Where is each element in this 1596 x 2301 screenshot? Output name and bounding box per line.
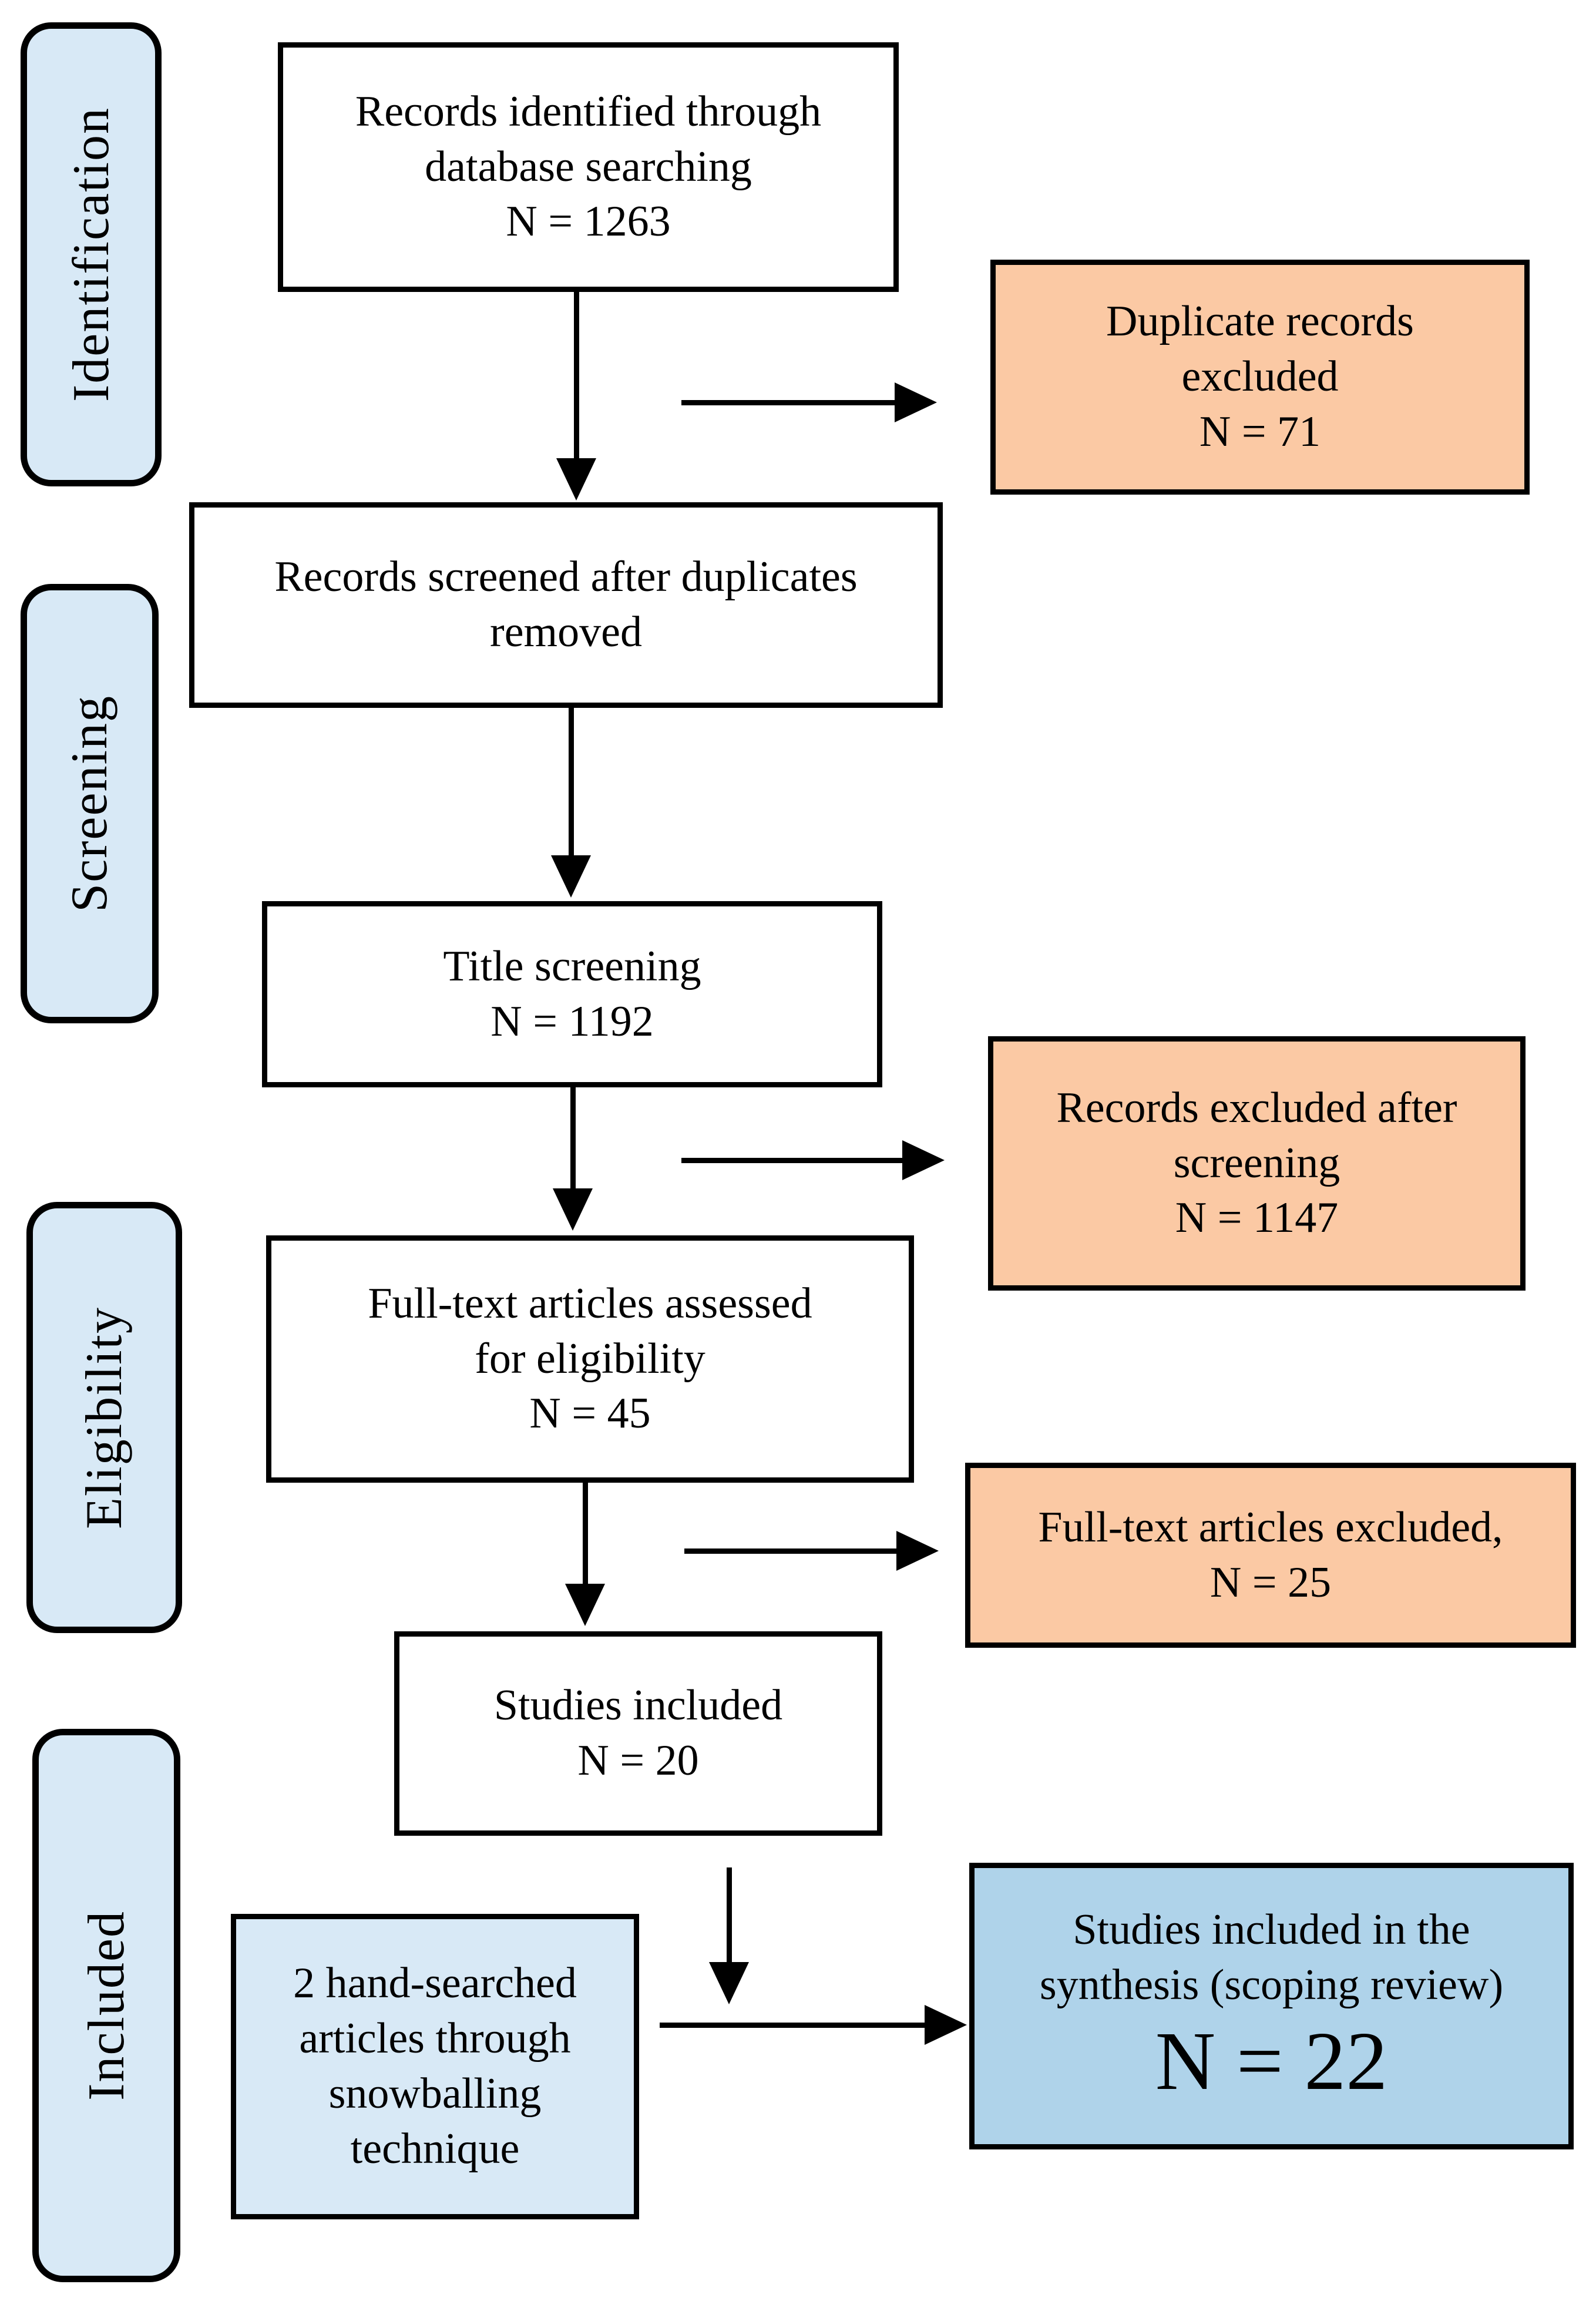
box-records-identified: Records identified through database sear… — [278, 42, 899, 292]
stage-identification: Identification — [21, 22, 162, 486]
duplicates-excluded-line2: excluded — [1181, 352, 1339, 401]
box-title-screening: Title screening N = 1192 — [262, 901, 882, 1087]
stage-identification-label: Identification — [62, 106, 120, 402]
arrowhead-right-icon — [925, 2005, 967, 2045]
box-duplicates-excluded: Duplicate records excluded N = 71 — [990, 260, 1530, 495]
stage-screening: Screening — [21, 584, 159, 1023]
hand-searched-line1: 2 hand-searched — [293, 1959, 577, 2008]
fulltext-excluded-line1: Full-text articles excluded, — [1038, 1503, 1503, 1551]
box-hand-searched: 2 hand-searched articles through snowbal… — [231, 1914, 639, 2219]
hand-searched-line3: snowballing — [328, 2070, 542, 2118]
arrow-line — [660, 2023, 926, 2028]
records-excluded-line1: Records excluded after — [1056, 1083, 1457, 1132]
arrow-line — [727, 1867, 732, 1963]
arrowhead-down-icon — [565, 1584, 605, 1626]
arrow-line — [583, 1483, 588, 1585]
duplicates-excluded-count: N = 71 — [1199, 407, 1321, 456]
box-studies-included: Studies included N = 20 — [394, 1631, 882, 1836]
title-screening-line1: Title screening — [443, 942, 701, 990]
stage-eligibility: Eligibility — [26, 1202, 182, 1633]
arrowhead-right-icon — [896, 1531, 939, 1571]
records-screened-line2: removed — [490, 608, 642, 656]
arrowhead-down-icon — [556, 458, 596, 500]
fulltext-assessed-line2: for eligibility — [475, 1334, 705, 1383]
arrow-line — [681, 1158, 903, 1163]
box-records-excluded: Records excluded after screening N = 114… — [988, 1036, 1526, 1291]
arrow-line — [574, 292, 579, 459]
synthesis-count: N = 22 — [1155, 2014, 1388, 2108]
arrowhead-down-icon — [551, 855, 591, 898]
records-excluded-count: N = 1147 — [1175, 1194, 1339, 1242]
arrow-line — [684, 1548, 898, 1554]
box-synthesis-included: Studies included in the synthesis (scopi… — [969, 1863, 1574, 2149]
records-excluded-line2: screening — [1173, 1138, 1340, 1187]
records-identified-count: N = 1263 — [506, 197, 671, 246]
arrowhead-right-icon — [902, 1140, 945, 1180]
synthesis-line2: synthesis (scoping review) — [1039, 1961, 1504, 2010]
hand-searched-line2: articles through — [299, 2014, 571, 2063]
duplicates-excluded-line1: Duplicate records — [1106, 297, 1414, 346]
arrow-line — [569, 708, 574, 856]
fulltext-assessed-count: N = 45 — [529, 1389, 651, 1438]
stage-included-label: Included — [78, 1910, 135, 2101]
arrow-line — [681, 400, 896, 405]
stage-included: Included — [32, 1729, 180, 2282]
stage-screening-label: Screening — [61, 695, 118, 912]
hand-searched-line4: technique — [350, 2124, 520, 2173]
box-fulltext-excluded: Full-text articles excluded, N = 25 — [965, 1463, 1576, 1648]
studies-included-line1: Studies included — [493, 1681, 783, 1730]
arrowhead-down-icon — [709, 1962, 749, 2004]
records-screened-line1: Records screened after duplicates — [274, 553, 858, 602]
box-records-screened: Records screened after duplicates remove… — [189, 502, 943, 708]
title-screening-count: N = 1192 — [490, 997, 654, 1046]
fulltext-excluded-count: N = 25 — [1209, 1558, 1332, 1607]
records-identified-line1: Records identified through — [355, 87, 822, 136]
records-identified-line2: database searching — [425, 142, 752, 191]
arrow-line — [570, 1087, 576, 1190]
box-fulltext-assessed: Full-text articles assessed for eligibil… — [266, 1235, 914, 1483]
fulltext-assessed-line1: Full-text articles assessed — [368, 1279, 812, 1328]
arrowhead-right-icon — [895, 382, 937, 422]
stage-eligibility-label: Eligibility — [76, 1306, 133, 1529]
arrowhead-down-icon — [553, 1188, 593, 1231]
studies-included-count: N = 20 — [577, 1736, 699, 1785]
synthesis-line1: Studies included in the — [1073, 1906, 1470, 1954]
